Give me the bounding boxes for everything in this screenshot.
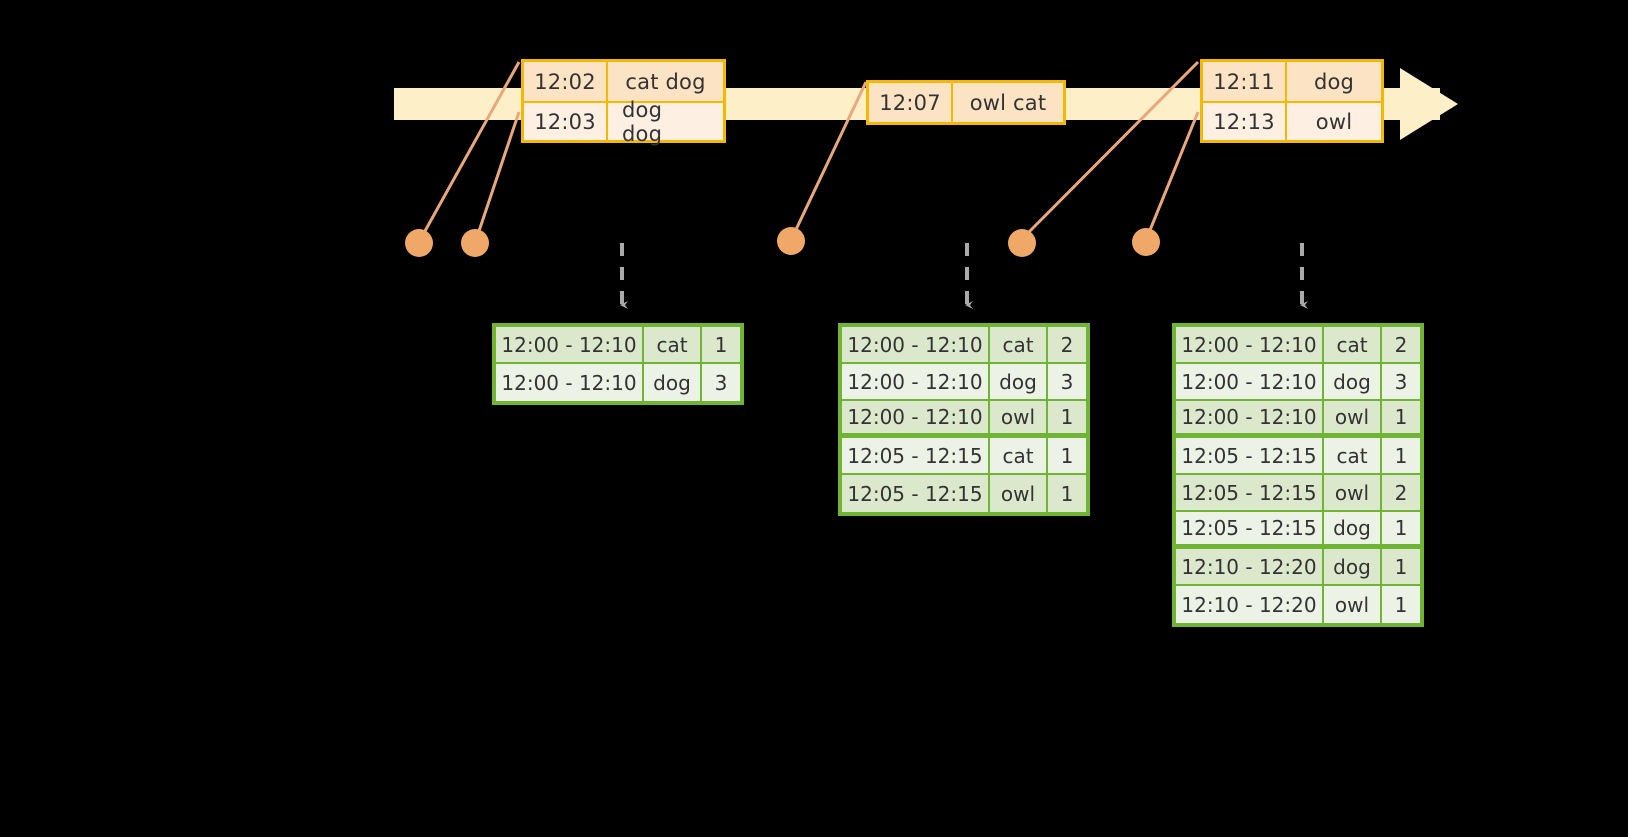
event-payload: dog dog: [622, 97, 663, 146]
cell-key: cat: [1324, 438, 1382, 473]
cell-window: 12:05 - 12:15: [1176, 475, 1324, 510]
cell-window: 12:00 - 12:10: [1176, 401, 1324, 433]
event-time: 12:02: [524, 62, 608, 101]
cell-window: 12:00 - 12:10: [842, 401, 990, 433]
event-time: 12:03: [524, 103, 608, 140]
event-payload: dog: [1313, 69, 1355, 94]
event-row[interactable]: 12:02 cat dog: [524, 62, 723, 101]
dashed-arrows: [620, 243, 1308, 309]
event-row[interactable]: 12:11 dog: [1203, 62, 1381, 101]
cell-key: dog: [644, 364, 702, 401]
cell-key: dog: [1324, 364, 1382, 399]
event-payload: cat dog: [625, 69, 706, 94]
cell-window: 12:05 - 12:15: [842, 475, 990, 512]
cell-count: 1: [1394, 405, 1408, 429]
cell-count: 3: [1394, 369, 1408, 394]
cell-window: 12:00 - 12:10: [842, 327, 990, 362]
cell-key: dog: [990, 364, 1048, 399]
cell-count: 1: [1394, 516, 1408, 540]
dot-1: [405, 229, 433, 257]
dot-2: [461, 229, 489, 257]
event-group-3[interactable]: 12:11 dog 12:13 owl: [1200, 59, 1384, 143]
cell-window: 12:00 - 12:10: [496, 327, 644, 362]
cell-key: cat: [644, 327, 702, 362]
cell-window: 12:00 - 12:10: [496, 364, 644, 401]
cell-key: owl: [1324, 586, 1382, 623]
cell-window: 12:00 - 12:10: [1176, 364, 1324, 399]
cell-count: 3: [1060, 369, 1074, 394]
cell-key: owl: [1324, 401, 1382, 433]
event-row[interactable]: 12:03 dog dog: [524, 97, 723, 146]
cell-window: 12:05 - 12:15: [1176, 438, 1324, 473]
cell-count: 1: [714, 332, 728, 357]
event-payload: owl: [1315, 109, 1353, 134]
cell-count: 1: [1060, 405, 1074, 429]
dot-3: [777, 227, 805, 255]
cell-key: owl: [1324, 475, 1382, 510]
cell-key: owl: [990, 475, 1048, 512]
event-time: 12:07: [869, 83, 953, 122]
cell-count: 2: [1394, 480, 1408, 505]
cell-key: cat: [1324, 327, 1382, 362]
event-row[interactable]: 12:13 owl: [1203, 101, 1381, 140]
cell-key: owl: [990, 401, 1048, 433]
cell-key: dog: [1324, 549, 1382, 584]
event-dots: [405, 227, 1160, 257]
event-group-1[interactable]: 12:02 cat dog 12:03 dog dog: [521, 59, 726, 146]
cell-window: 12:10 - 12:20: [1176, 549, 1324, 584]
cell-key: dog: [1324, 512, 1382, 544]
dot-4: [1008, 229, 1036, 257]
cell-count: 3: [714, 370, 728, 395]
cell-window: 12:10 - 12:20: [1176, 586, 1324, 623]
event-payload: owl cat: [969, 90, 1047, 115]
cell-count: 2: [1060, 332, 1074, 357]
cell-window: 12:00 - 12:10: [1176, 327, 1324, 362]
cell-count: 2: [1394, 332, 1408, 357]
dot-5: [1132, 228, 1160, 256]
cell-window: 12:00 - 12:10: [842, 364, 990, 399]
cell-window: 12:05 - 12:15: [842, 438, 990, 473]
cell-count: 1: [1394, 443, 1408, 468]
event-row[interactable]: 12:07 owl cat: [869, 83, 1063, 122]
cell-key: cat: [990, 438, 1048, 473]
cell-window: 12:05 - 12:15: [1176, 512, 1324, 544]
cell-count: 1: [1394, 554, 1408, 579]
event-time: 12:13: [1203, 103, 1287, 140]
cell-count: 1: [1394, 592, 1408, 617]
cell-key: cat: [990, 327, 1048, 362]
event-group-2[interactable]: 12:07 owl cat: [866, 80, 1066, 125]
cell-count: 1: [1060, 443, 1074, 468]
cell-count: 1: [1060, 481, 1074, 506]
event-time: 12:11: [1203, 62, 1287, 101]
